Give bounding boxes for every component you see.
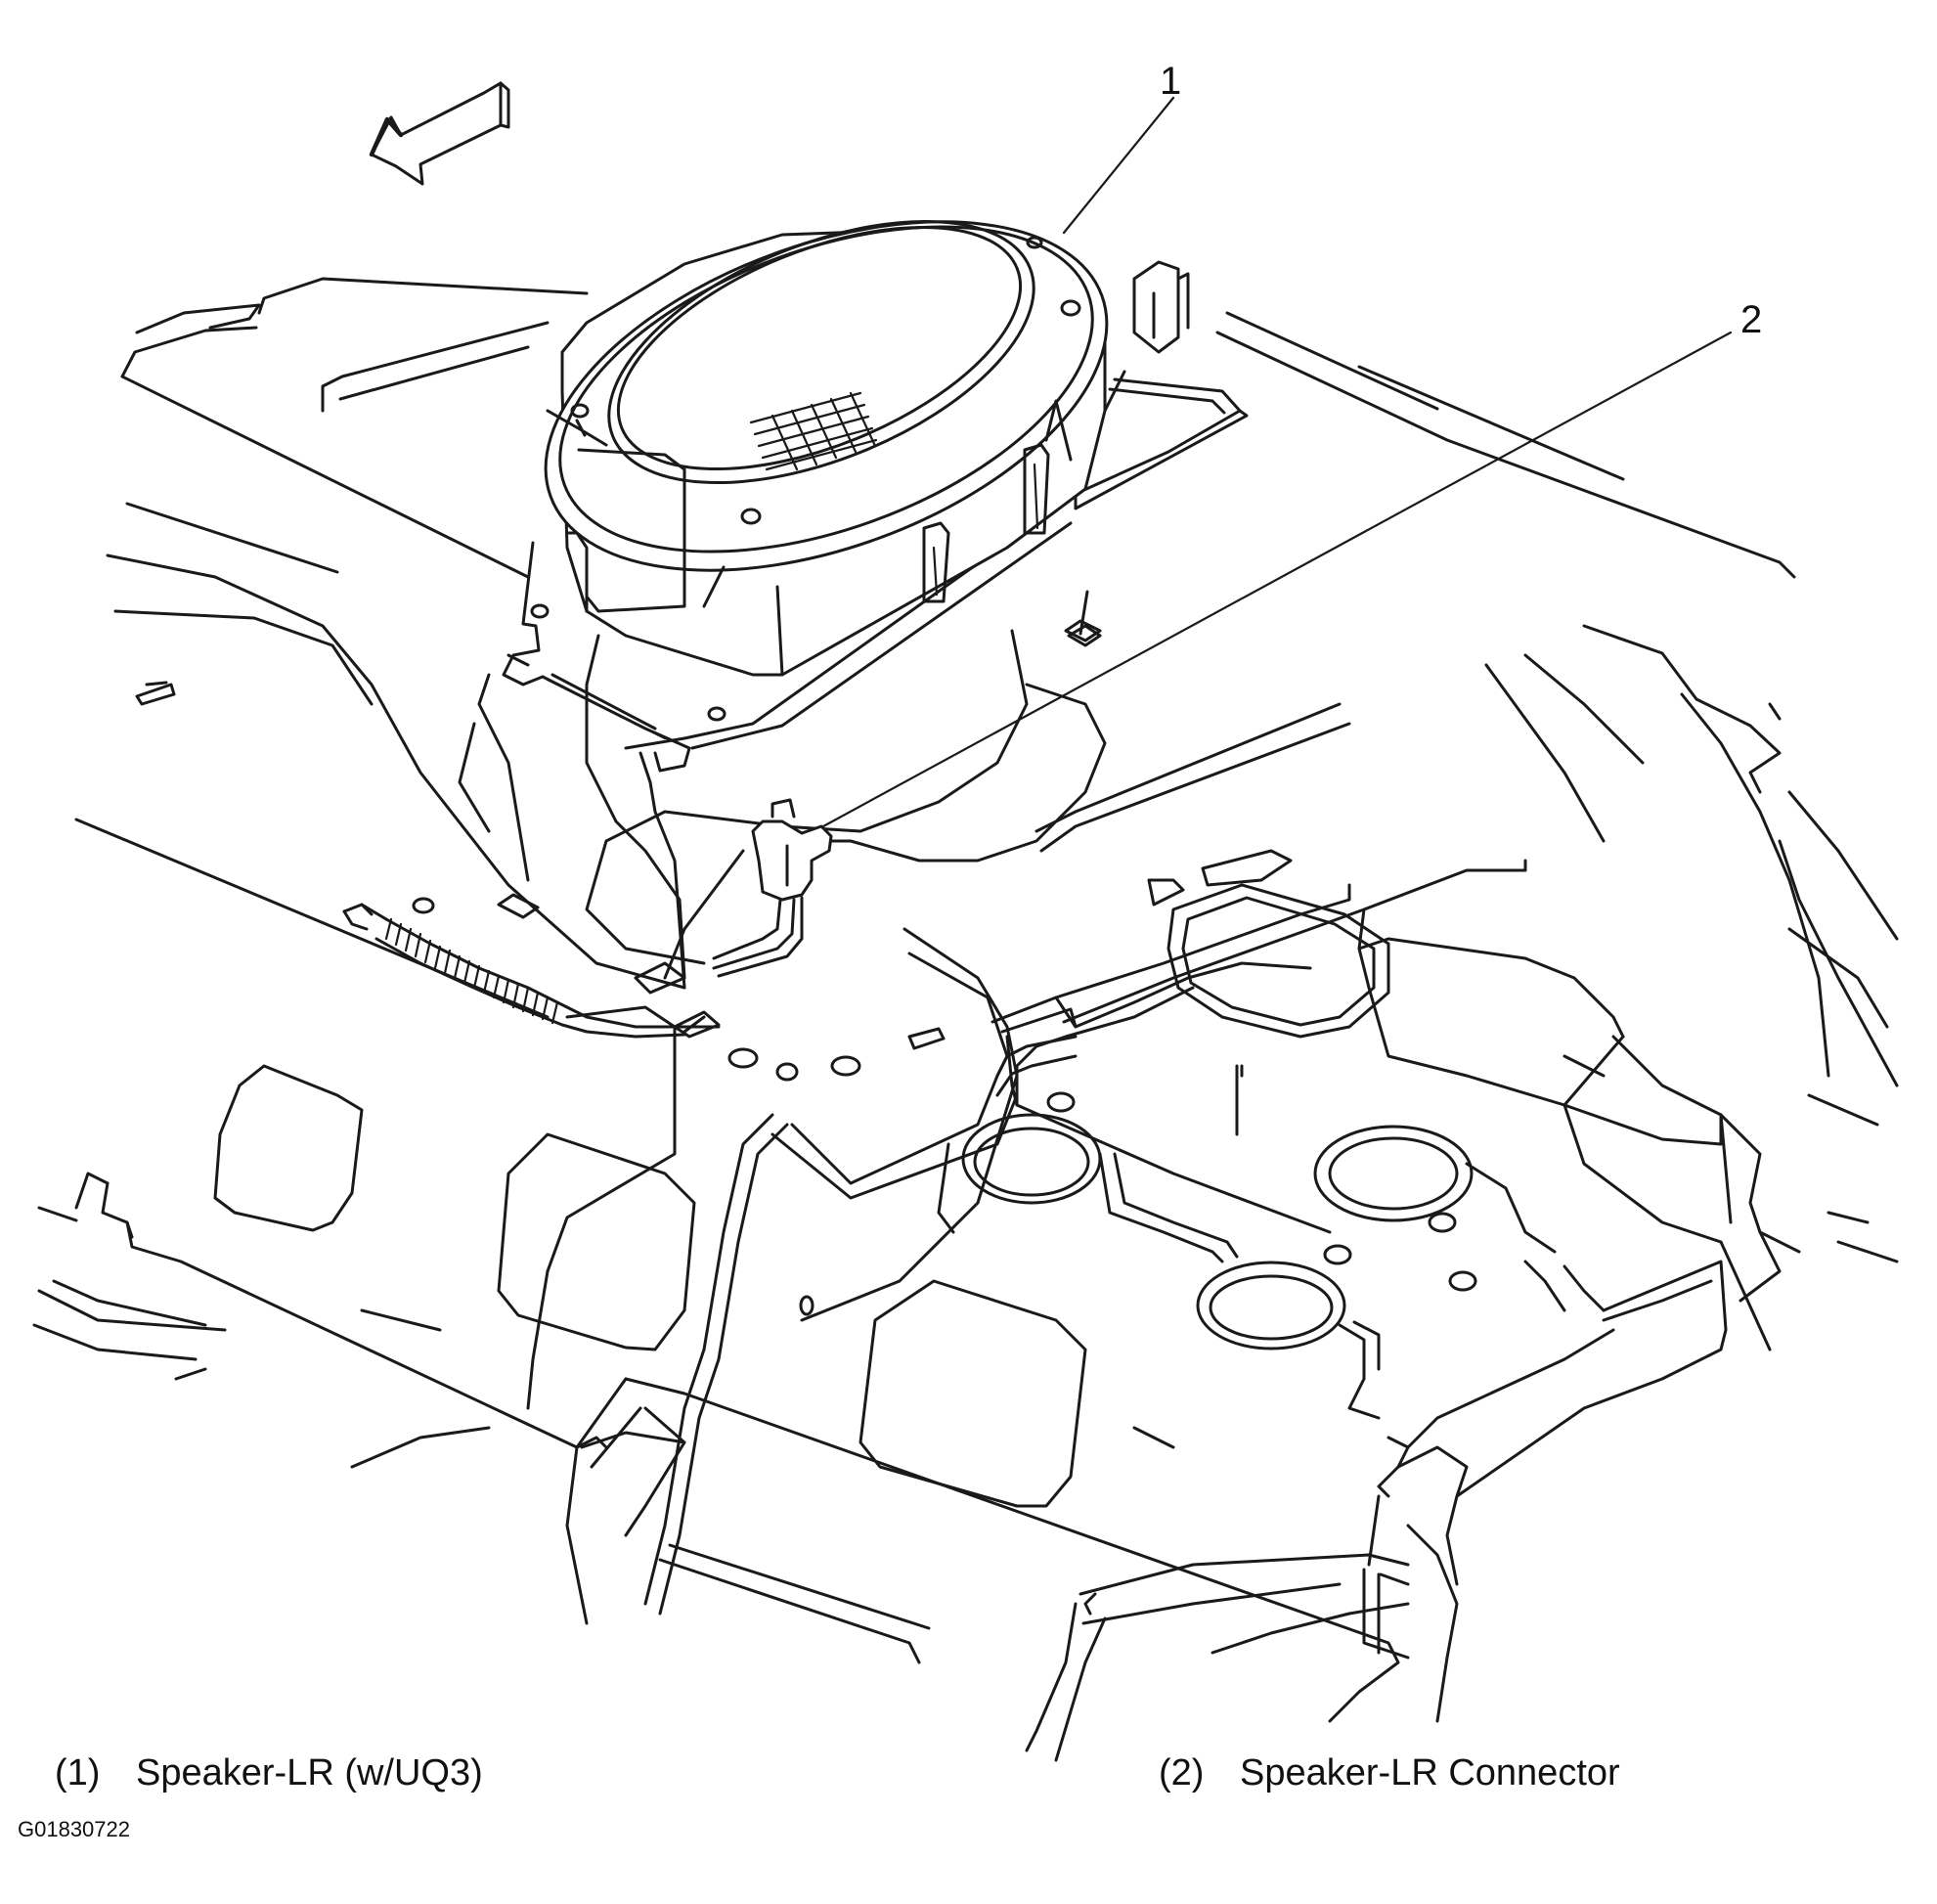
speaker-lr	[544, 219, 1190, 677]
rear-bulkhead-panel	[32, 1005, 1782, 1762]
callout-2-number: 2	[1740, 298, 1762, 341]
speaker-mounting-plate	[502, 377, 1249, 773]
legend-label: Speaker-LR (w/UQ3)	[136, 1752, 483, 1793]
legend-number: (1)	[55, 1752, 101, 1793]
legend-label: Speaker-LR Connector	[1240, 1752, 1620, 1793]
trunk-floor-panel	[800, 702, 1733, 1322]
legend-item-2: (2) Speaker-LR Connector	[1159, 1752, 1620, 1794]
front-direction-arrow	[369, 81, 510, 186]
callout-1-number: 1	[1160, 60, 1181, 103]
rear-package-shelf	[74, 277, 1899, 1351]
figure-id: G01830722	[18, 1817, 130, 1841]
legend-number: (2)	[1159, 1752, 1205, 1793]
speaker-grille-hatch	[749, 391, 878, 471]
speaker-wire-harness	[458, 629, 1107, 990]
speaker-clip	[922, 443, 1050, 603]
speaker-lr-connector	[712, 798, 833, 978]
callout-2: 2	[821, 298, 1762, 828]
legend-item-1: (1) Speaker-LR (w/UQ3)	[55, 1752, 483, 1794]
speaker-rear-tab	[1132, 260, 1190, 354]
wire-loom	[342, 903, 721, 1039]
trunk-floor-wells	[937, 1113, 1566, 1420]
callout-1: 1	[1062, 60, 1181, 235]
shelf-holes	[412, 619, 1477, 1316]
